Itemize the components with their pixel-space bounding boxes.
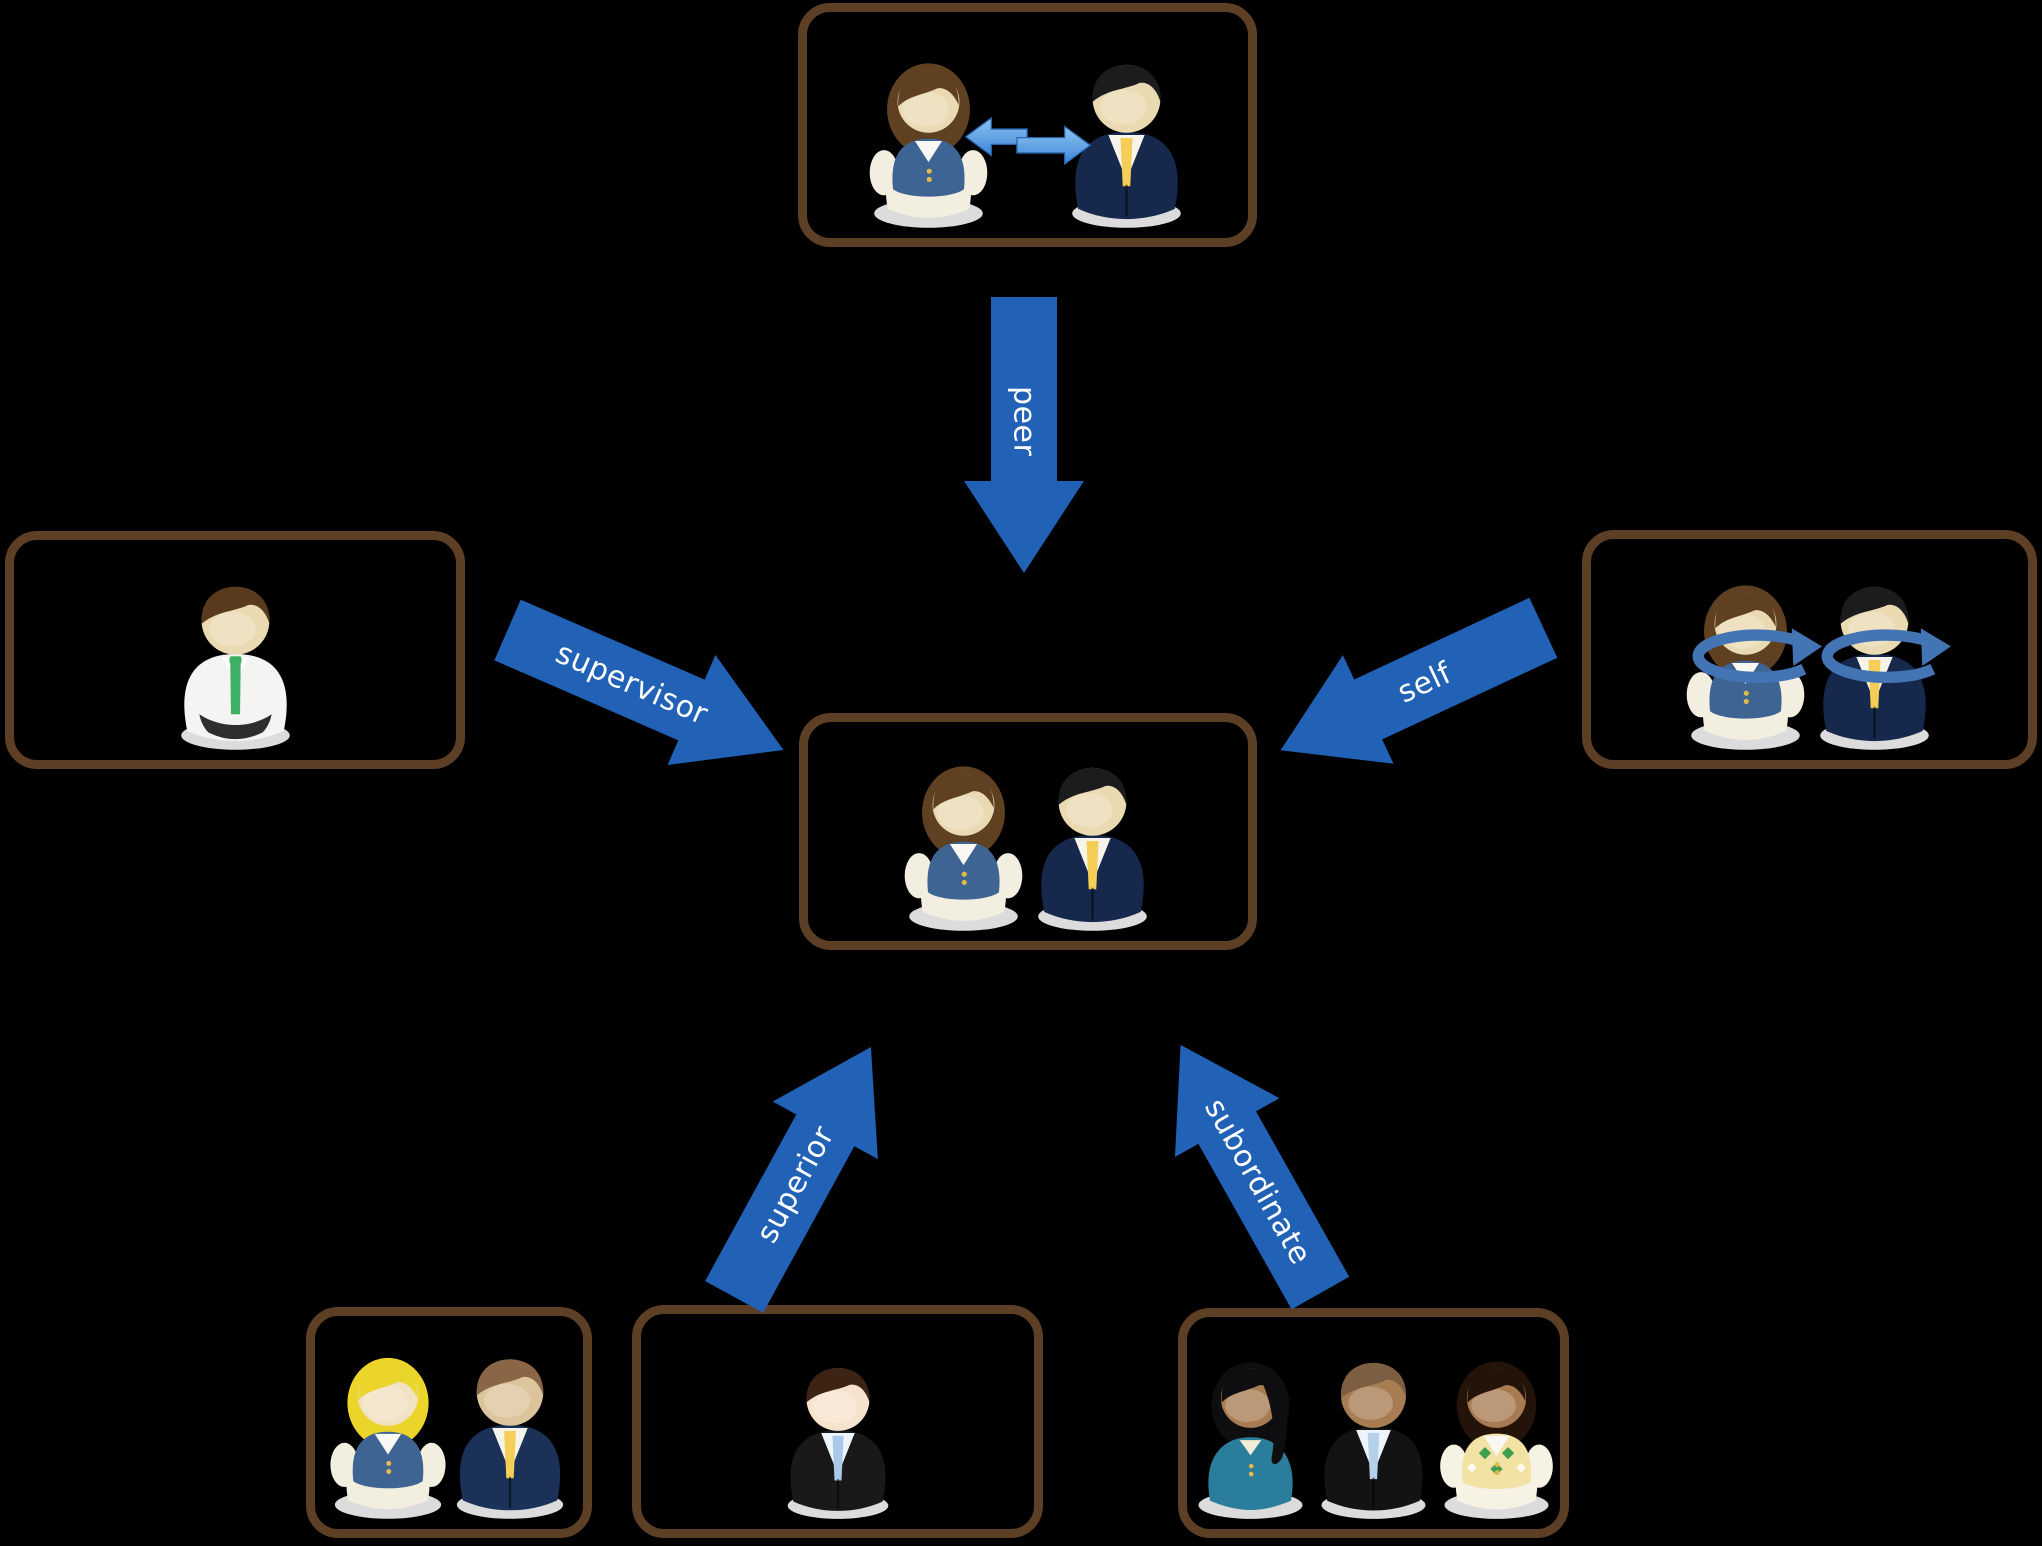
supervisor-arrow: supervisor xyxy=(483,573,808,807)
bottom-left-box xyxy=(306,1307,592,1538)
peer-arrow-label: peer xyxy=(1006,386,1042,457)
arrow-icon xyxy=(964,297,1084,573)
woman-blue-vest-icon xyxy=(853,40,1004,230)
man-navy-suit-icon xyxy=(1051,40,1202,230)
peer-arrow: peer xyxy=(962,297,1086,573)
center-subject-box xyxy=(799,713,1257,950)
bottom-right-subordinate-box xyxy=(1178,1308,1569,1538)
man-green-tie-icon xyxy=(160,562,311,752)
man-brown-navy-icon xyxy=(436,1335,584,1521)
arrow-icon xyxy=(494,599,784,765)
woman-teal-icon xyxy=(1178,1339,1323,1521)
man-navy-suit-icon xyxy=(1799,562,1951,752)
bottom-center-superior-box xyxy=(632,1305,1043,1538)
self-loop-icon xyxy=(1821,628,1951,683)
superior-arrow: superior xyxy=(680,1017,926,1327)
subordinate-arrow: subordinate xyxy=(1127,1014,1375,1323)
man-black-suit-dark-icon xyxy=(1301,1339,1446,1521)
man-navy-suit-icon xyxy=(1017,743,1168,933)
arrow-icon xyxy=(705,1047,878,1313)
arrow-icon xyxy=(1174,1044,1350,1310)
left-supervisor-box xyxy=(5,531,465,769)
woman-blonde-icon xyxy=(314,1335,462,1521)
woman-argyle-icon xyxy=(1424,1339,1569,1521)
top-peer-box xyxy=(798,3,1257,247)
self-arrow: self xyxy=(1254,572,1569,807)
woman-blue-vest-icon xyxy=(1670,562,1822,752)
man-black-suit-icon xyxy=(768,1345,908,1521)
exchange-arrow-icon xyxy=(964,116,1091,166)
self-loop-icon xyxy=(1692,628,1822,683)
woman-blue-vest-icon xyxy=(888,743,1039,933)
arrow-icon xyxy=(1280,597,1558,764)
right-self-box xyxy=(1582,530,2037,769)
